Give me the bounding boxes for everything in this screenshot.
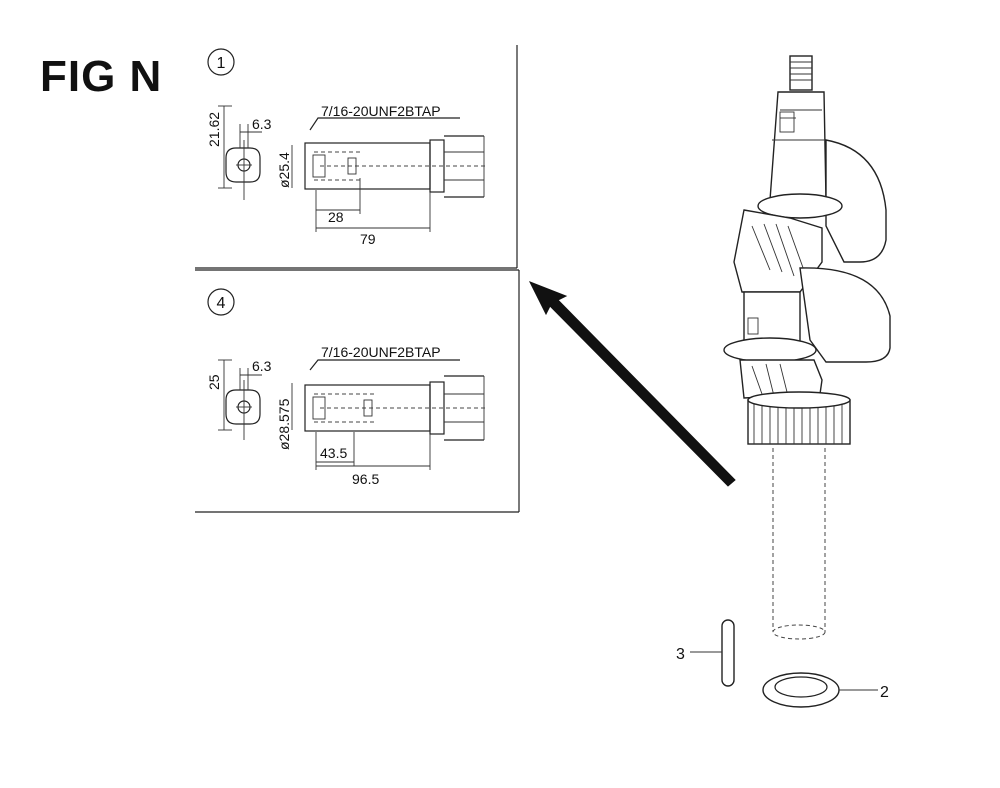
pin-part-3: 3 [676,619,735,687]
figure-title: FIG N [40,52,163,101]
detail-marker-4 [207,288,235,316]
detail-marker-4-label: 4 [217,295,226,312]
dimension-key-1: 6.3 [252,116,272,132]
crankshaft-thread-end [789,55,813,91]
dimension-height-4: 25 [206,374,222,390]
crankshaft [723,55,891,640]
detail-1: 1 21.62 6.3 ø25.4 [206,48,485,247]
shaft-end-view-1 [218,105,262,200]
detail-4: 4 25 6.3 ø28.575 [206,288,485,487]
dimension-long-1: 79 [360,231,376,247]
dimension-short-4: 43.5 [320,445,347,461]
detail-marker-1 [207,48,235,76]
thread-spec-4: 7/16-20UNF2BTAP [321,344,441,360]
shaft-side-view-1 [291,117,485,232]
detail-panel [195,45,520,513]
dimension-short-1: 28 [328,209,344,225]
detail-marker-1-label: 1 [217,55,226,72]
dimension-long-4: 96.5 [352,471,379,487]
dimension-diameter-4: ø28.575 [276,398,292,450]
dimension-key-4: 6.3 [252,358,272,374]
shaft-side-view-4 [291,359,485,470]
callout-2: 2 [880,684,889,701]
callout-3: 3 [676,646,685,663]
washer-part-2: 2 [762,672,889,708]
dimension-diameter-1: ø25.4 [276,152,292,188]
dimension-height-1: 21.62 [206,112,222,147]
pointer-arrow [528,281,736,487]
thread-spec-1: 7/16-20UNF2BTAP [321,103,441,119]
shaft-end-view-4 [218,359,262,440]
